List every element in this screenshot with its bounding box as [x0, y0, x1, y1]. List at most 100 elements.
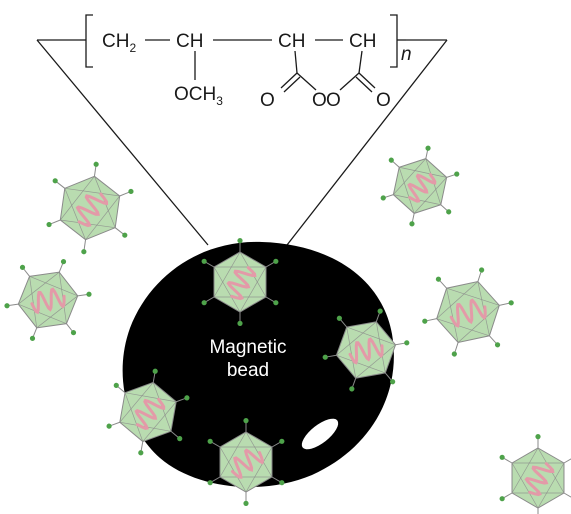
virus-spike-tip: [279, 480, 285, 486]
virus-facet: [18, 303, 67, 324]
virus-spike-tip: [81, 249, 87, 255]
bond-co-right-a: [358, 72, 376, 89]
virus-particle-icon: [422, 267, 514, 357]
virus-spike: [563, 458, 571, 464]
virus-facet: [446, 288, 459, 343]
virus-spike-tip: [435, 276, 442, 282]
virus-facet: [511, 462, 539, 509]
rna-strand-icon: [30, 287, 66, 315]
formula-o-ring-2: O: [326, 90, 341, 111]
virus-spike-tip: [535, 434, 541, 440]
virus-facet: [398, 167, 415, 214]
virus-particle-icon: [322, 308, 410, 392]
funnel-left-line: [36, 39, 209, 246]
virus-spike-tip: [184, 395, 190, 401]
virus-spike-tip: [243, 418, 249, 424]
anhydride-ring: [280, 50, 376, 93]
virus-facet: [119, 382, 154, 423]
virus-spike-tip: [19, 264, 26, 270]
virus-spike-tip: [138, 450, 144, 456]
virus-facet: [124, 392, 177, 403]
repeat-index: n: [401, 44, 412, 65]
bead-highlight-icon: [301, 418, 339, 450]
virus-spike-tip: [446, 209, 452, 215]
virus-spike-tip: [499, 454, 505, 460]
virus-facet: [336, 354, 386, 374]
virus-spike-tip: [479, 267, 485, 273]
bead-label-line2: bead: [227, 360, 269, 381]
virus-spike-tip: [336, 315, 342, 321]
virus-facet: [413, 177, 447, 214]
funnel-right-line: [286, 39, 448, 246]
virus-capsid: [392, 158, 448, 214]
virus-particle-icon: [380, 145, 460, 227]
virus-spike-tip: [29, 335, 36, 341]
right-bracket: [390, 14, 398, 68]
virus-spike-tip: [237, 238, 243, 244]
rna-strand-icon: [449, 298, 487, 328]
virus-spike-tip: [207, 480, 213, 486]
virus-facet: [399, 166, 447, 178]
virus-spike-tip: [201, 300, 207, 306]
virus-spike-tip: [409, 221, 415, 227]
virus-capsid: [59, 175, 121, 241]
bond-ring-o-right: [339, 72, 360, 91]
virus-capsid: [511, 447, 565, 509]
virus-facet: [64, 188, 86, 240]
formula-ch2: CH2: [102, 31, 136, 55]
virus-facet: [29, 276, 78, 297]
virus-facet: [213, 266, 241, 313]
virus-spike-tip: [273, 300, 279, 306]
virus-particle-icon: [106, 368, 190, 456]
virus-particles: [4, 145, 571, 514]
virus-spike-tip: [422, 318, 428, 324]
bond-co-left-b: [283, 76, 301, 93]
virus-spike-tip: [388, 157, 394, 163]
virus-spike-tip: [237, 320, 243, 326]
virus-facet: [85, 195, 120, 240]
virus-facet: [142, 401, 177, 442]
virus-spike-tip: [273, 258, 279, 264]
virus-spike-tip: [46, 221, 52, 228]
virus-facet: [124, 392, 144, 442]
polymer-formula: CH2 CH CH CH n OCH3 O O O O: [80, 14, 412, 111]
virus-facet: [18, 271, 60, 305]
rna-strand-icon: [348, 337, 384, 365]
virus-particle-icon: [4, 259, 92, 341]
virus-spike-tip: [106, 423, 112, 429]
virus-spike-tip: [4, 303, 10, 309]
rna-strand-icon: [75, 192, 109, 228]
rna-strand-icon: [134, 397, 166, 430]
virus-spike-tip: [93, 161, 99, 167]
virus-spike-tip: [377, 308, 383, 314]
rna-strand-icon: [407, 173, 437, 203]
rna-strand-icon: [524, 462, 555, 497]
bead-label-line1: Magnetic: [209, 337, 286, 358]
formula-och3: OCH3: [174, 84, 223, 108]
virus-facet: [29, 276, 38, 328]
virus-particle-icon: [46, 161, 134, 255]
virus-spike-tip: [243, 500, 249, 506]
virus-spike-tip: [207, 438, 213, 444]
virus-facet: [239, 266, 267, 313]
formula-o-left: O: [260, 90, 275, 111]
virus-particle-icon: [207, 418, 285, 506]
magnetic-bead: Magnetic bead: [122, 241, 394, 488]
virus-spike-tip: [152, 368, 158, 374]
virus-spike-tip: [86, 291, 92, 297]
left-bracket: [85, 14, 93, 68]
virus-spike-tip: [454, 171, 460, 177]
formula-ch-a: CH: [176, 31, 203, 52]
virus-facet: [393, 158, 427, 195]
virus-facet: [346, 326, 396, 346]
virus-facet: [436, 318, 490, 337]
virus-particle-icon: [201, 238, 279, 326]
virus-facet: [64, 187, 120, 197]
virus-spike-tip: [113, 382, 119, 388]
virus-spike-tip: [349, 386, 355, 392]
virus-spike: [563, 492, 571, 498]
bond-ring-left-up: [294, 50, 298, 74]
virus-spike-tip: [508, 300, 514, 306]
rna-strand-icon: [230, 448, 265, 479]
